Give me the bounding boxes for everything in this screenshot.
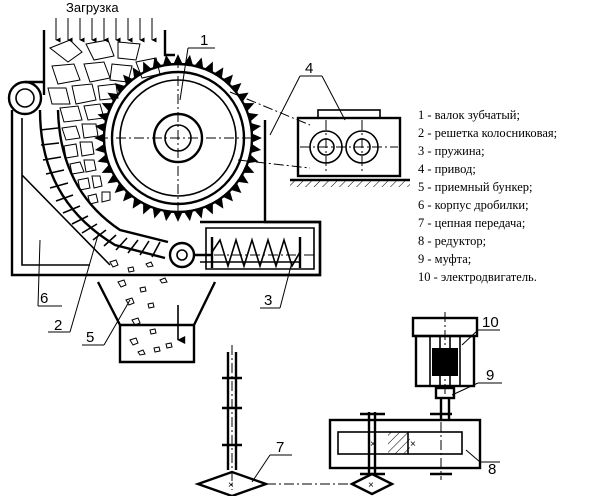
drive-unit (229, 91, 410, 187)
loading-label: Загрузка (66, 0, 119, 15)
roll-tooth (152, 207, 162, 219)
roll-tooth (184, 54, 193, 66)
callout-9: 9 (486, 367, 494, 384)
callout-2: 2 (54, 317, 62, 334)
callout-3: 3 (264, 292, 272, 309)
roll-tooth (204, 61, 213, 73)
roll-tooth (231, 83, 242, 93)
legend-item-9: 9 - муфта; (418, 252, 471, 266)
reducer: × × (328, 404, 482, 480)
legend-item-5: 5 - приемный бункер; (418, 180, 533, 194)
coupling (434, 386, 456, 420)
roll-tooth (231, 183, 242, 193)
chain-drive: × × (194, 345, 395, 496)
callout-1: 1 (200, 32, 208, 49)
roll-tooth (94, 144, 106, 153)
roll-tooth (204, 203, 213, 215)
roll-tooth (123, 191, 133, 202)
roll-tooth (194, 207, 204, 219)
legend-item-10: 10 - электродвигатель. (418, 270, 537, 284)
roll-tooth (114, 183, 125, 193)
rock-pile (47, 39, 161, 205)
legend-item-6: 6 - корпус дробилки; (418, 198, 529, 212)
roll-tooth (114, 83, 125, 93)
roll-tooth (143, 203, 152, 215)
roll-tooth (152, 57, 162, 69)
grate-bars (38, 109, 169, 260)
callout-6: 6 (40, 290, 48, 307)
roll-tooth (250, 144, 262, 153)
legend-item-1: 1 - валок зубчатый; (418, 108, 520, 122)
roll-tooth (214, 67, 224, 78)
roll-tooth (223, 191, 233, 202)
roll-tooth (250, 123, 262, 132)
roll-tooth (247, 112, 259, 122)
roll-tooth (97, 154, 109, 164)
callout-5: 5 (86, 329, 94, 346)
roll-tooth (107, 174, 118, 184)
roll-tooth (214, 198, 224, 209)
roll-tooth (97, 112, 109, 122)
legend: 1 - валок зубчатый; 2 - решетка колосник… (418, 108, 557, 284)
legend-item-8: 8 - редуктор; (418, 234, 486, 248)
svg-text:×: × (368, 480, 374, 491)
spring (168, 237, 316, 269)
roll-tooth (163, 210, 172, 222)
roll-tooth (194, 57, 204, 69)
grate-hinge (7, 80, 44, 116)
callout-leaders (37, 47, 502, 483)
roll-tooth (132, 67, 142, 78)
roll-tooth (132, 198, 142, 209)
roll-tooth (107, 92, 118, 102)
callout-4: 4 (305, 60, 313, 77)
roll-tooth (94, 123, 106, 132)
receiving-hopper (96, 281, 217, 364)
callout-8: 8 (488, 461, 496, 478)
roll-tooth (247, 154, 259, 164)
roll-tooth (143, 61, 152, 73)
legend-item-7: 7 - цепная передача; (418, 216, 525, 230)
roll-tooth (101, 103, 113, 112)
roll-tooth (123, 74, 133, 85)
legend-item-3: 3 - пружина; (418, 144, 485, 158)
roll-tooth (238, 174, 249, 184)
svg-text:×: × (370, 439, 376, 450)
callout-10: 10 (482, 314, 499, 331)
roll-tooth (184, 210, 193, 222)
crusher-housing (10, 30, 322, 277)
loading-arrows (55, 18, 157, 43)
callout-7: 7 (276, 439, 284, 456)
toothed-roll (94, 54, 262, 222)
legend-item-4: 4 - привод; (418, 162, 476, 176)
roll-tooth (243, 164, 255, 173)
motor (411, 312, 479, 395)
svg-text:×: × (228, 480, 234, 491)
roll-tooth (223, 74, 233, 85)
svg-text:×: × (410, 439, 416, 450)
roll-tooth (101, 164, 113, 173)
roll-tooth (243, 103, 255, 112)
roll-tooth (163, 54, 172, 66)
legend-item-2: 2 - решетка колосниковая; (418, 126, 557, 140)
